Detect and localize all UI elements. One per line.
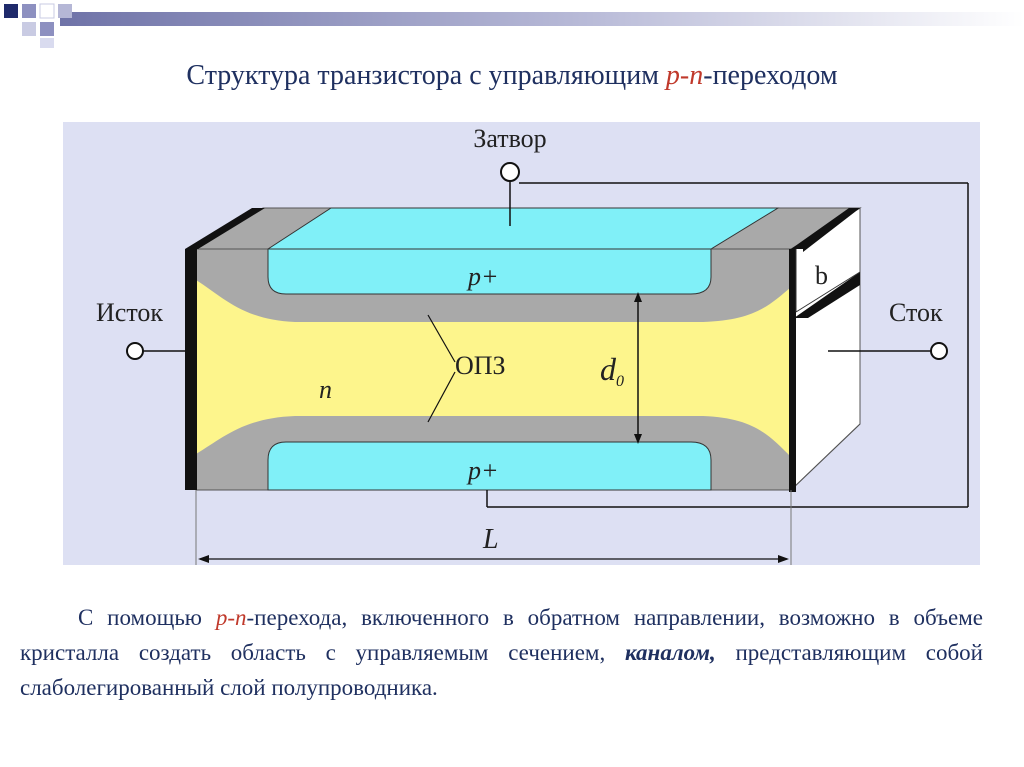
- drain-electrode-side: [794, 272, 860, 318]
- drain-terminal: [930, 342, 948, 360]
- p-bottom-label: p+: [466, 456, 499, 485]
- p-region-top: [267, 248, 712, 295]
- n-channel: [196, 280, 791, 457]
- n-region-label: n: [319, 375, 332, 404]
- decorative-squares: [4, 3, 72, 48]
- header-bar: [60, 12, 1024, 26]
- depletion-label: ОПЗ: [455, 351, 506, 380]
- l-label: L: [482, 524, 499, 555]
- transistor-diagram: Затвор Исток Сток p+ p+ n ОПЗ d0 b L: [63, 122, 980, 570]
- source-electrode-top: [185, 208, 265, 249]
- gate-terminal: [500, 162, 520, 182]
- b-label: b: [815, 261, 828, 290]
- body-paragraph: С помощью p-n-перехода, включенного в об…: [20, 605, 983, 700]
- source-label: Исток: [96, 298, 163, 327]
- body-pn-term: p-n: [215, 605, 247, 630]
- drain-label: Сток: [889, 298, 943, 327]
- p-top-label: p+: [466, 262, 499, 291]
- title-pn-term: p-n: [665, 60, 704, 91]
- dimension-b-line: [795, 271, 861, 313]
- source-terminal: [126, 342, 144, 360]
- source-electrode: [185, 249, 197, 490]
- slide-title: Структура транзистора с управляющим p-n-…: [186, 60, 838, 91]
- body-emphasis: каналом,: [624, 640, 716, 665]
- gate-label: Затвор: [473, 124, 546, 153]
- transistor-diagram-svg: Затвор Исток Сток p+ p+ n ОПЗ d0 b L: [63, 122, 980, 570]
- d0-label: d0: [600, 351, 624, 390]
- p-region-bottom: [267, 441, 712, 491]
- drain-electrode: [789, 249, 796, 492]
- p-region-top-face: [266, 207, 780, 250]
